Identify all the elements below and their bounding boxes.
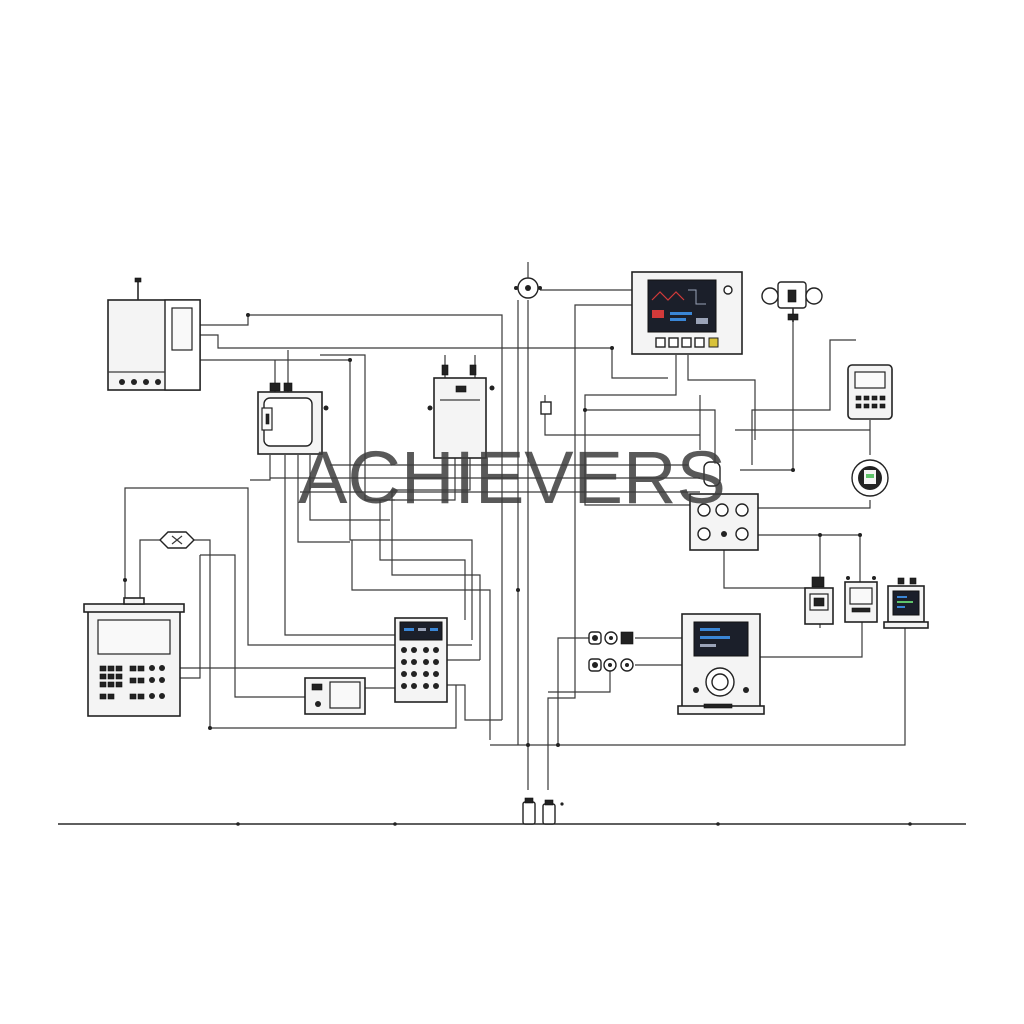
instrument-console-icon [677,613,765,715]
wire [139,539,160,600]
wire [758,534,861,582]
wire [547,304,632,790]
wire [351,540,491,740]
laptop-icon [883,577,929,629]
junction [123,578,127,582]
terminal-console-icon [83,597,185,717]
junction [526,743,530,747]
sensor-icon [514,262,542,299]
junction [208,726,212,730]
junction [236,822,240,826]
wire [180,555,201,679]
wire [447,684,502,721]
junction [610,346,614,350]
handheld-terminal-icon [847,364,893,420]
control-panel-icon [689,461,759,551]
wire [723,550,810,589]
wire [250,455,271,481]
junction [791,468,795,472]
oven-icon [257,382,329,455]
wire [200,359,473,640]
junction [908,822,912,826]
wire [297,455,350,543]
relay-box-icon [427,364,495,459]
wire [548,665,611,693]
gauge-icon [851,459,889,497]
wire [200,554,305,698]
watermark-text: ACHIEVERS [298,436,726,519]
wire [751,339,856,465]
valve-icon [761,281,823,322]
junction [556,743,560,747]
wire [124,487,395,646]
filter-icon [159,531,195,549]
display-unit-icon [304,677,366,715]
junction [716,822,720,826]
keypad-icon [394,617,448,703]
inline-fuse-icon [540,401,552,415]
wire [284,455,395,636]
electrical-enclosure-icon [107,277,201,391]
junction [818,533,822,537]
wire [200,334,612,349]
wire [309,455,390,521]
junction [348,358,352,362]
io-module-icon [804,576,834,625]
wire [585,409,716,465]
junction [583,408,587,412]
junction [393,822,397,826]
wire [611,348,668,379]
connector-icon [522,797,564,825]
wire [391,455,481,660]
wire [584,355,690,506]
wire [558,628,906,746]
wire [758,500,871,509]
junction [246,313,250,317]
wire [557,637,590,745]
indicator-lamp-icon [588,631,634,672]
monitor-icon [631,271,743,355]
junction-dots [123,313,912,826]
io-module-icon [844,576,878,623]
wire [760,622,863,658]
junction [516,588,520,592]
junction [858,533,862,537]
